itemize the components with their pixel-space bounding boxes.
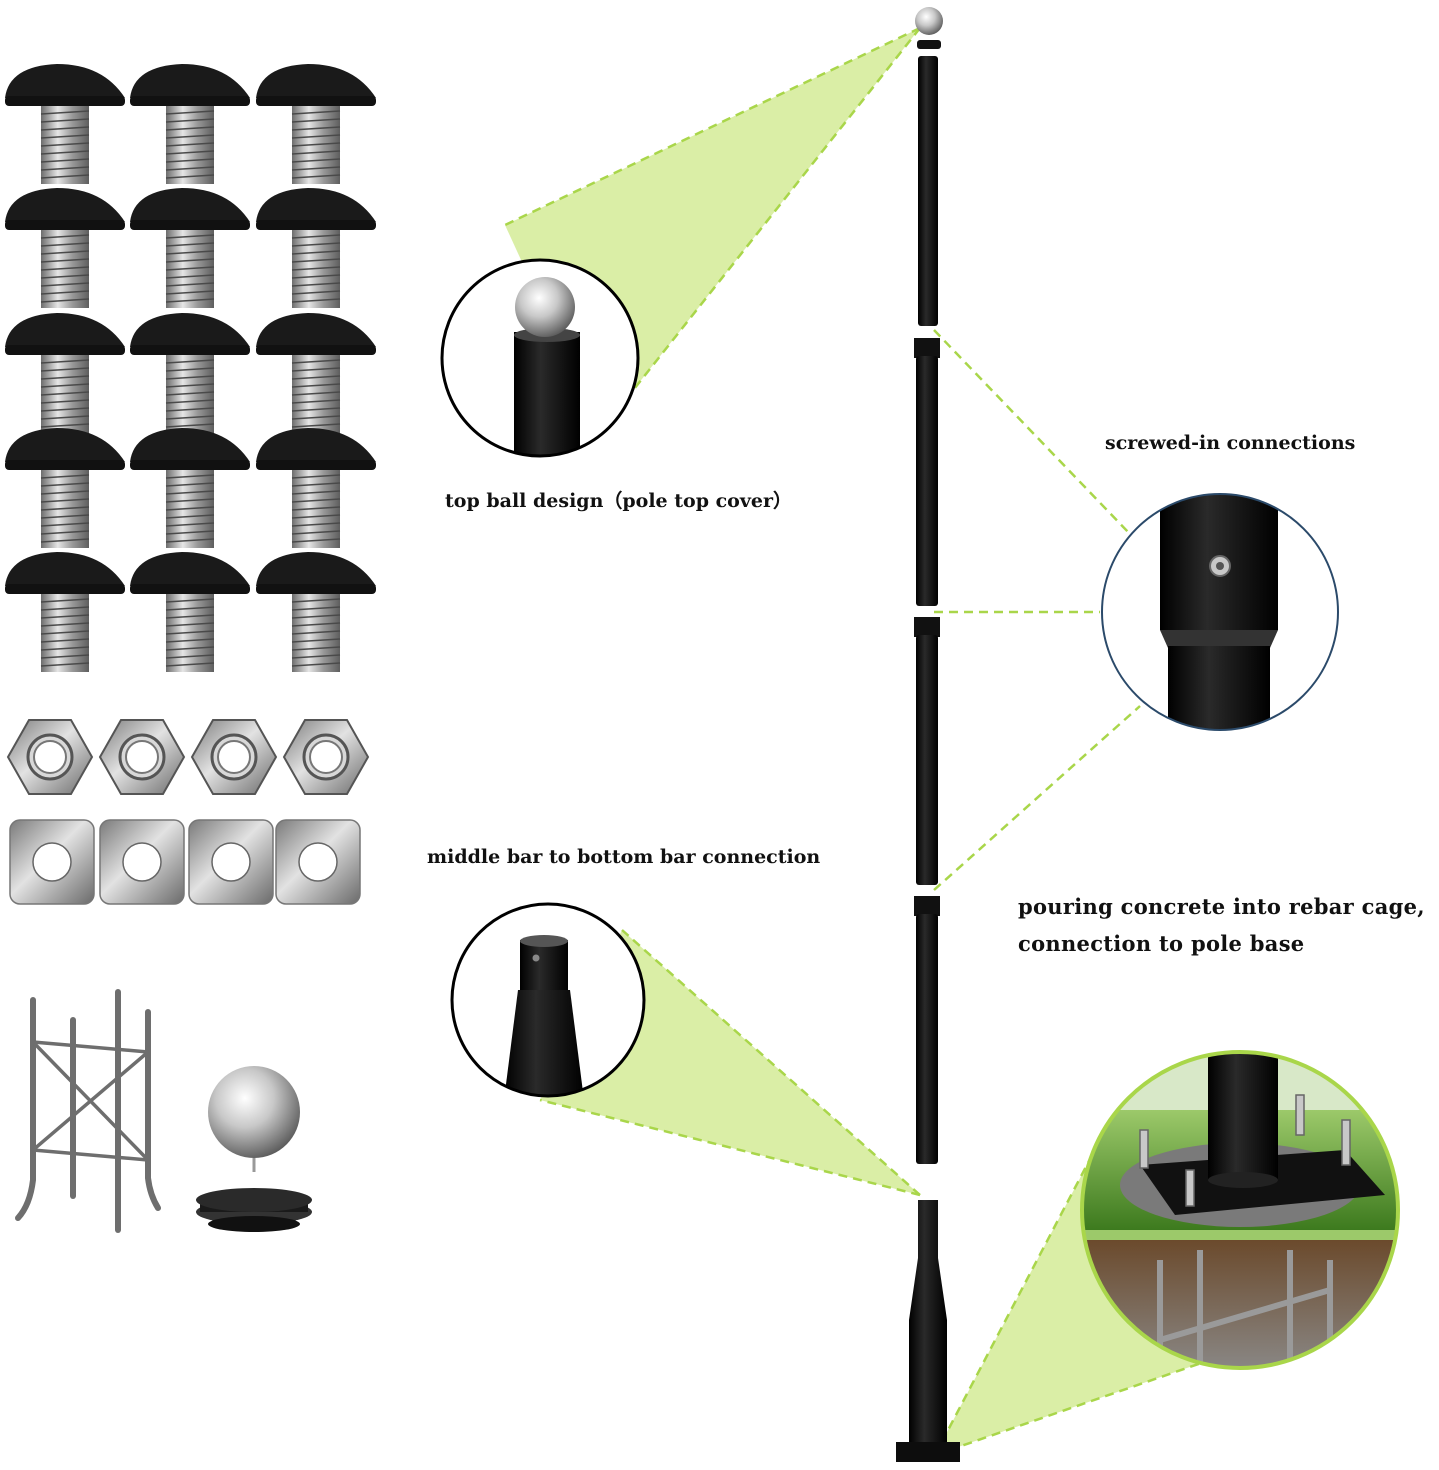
ball-topper-icon bbox=[196, 1066, 312, 1232]
washer-icon bbox=[99, 819, 185, 905]
bolt-icon bbox=[4, 312, 126, 434]
bolt-icon bbox=[4, 63, 126, 185]
bolt-icon bbox=[255, 427, 377, 549]
label-concrete-base: pouring concrete into rebar cage, connec… bbox=[1018, 888, 1425, 962]
bolt-icon bbox=[255, 551, 377, 673]
bolt-icon bbox=[4, 551, 126, 673]
callout-screwed-connection bbox=[1101, 493, 1339, 731]
washer-row bbox=[9, 819, 361, 905]
label-screwed-connections: screwed-in connections bbox=[1105, 432, 1356, 454]
label-top-ball-design: top ball design（pole top cover） bbox=[445, 490, 792, 512]
bolt-icon bbox=[4, 427, 126, 549]
label-concrete-line2: connection to pole base bbox=[1018, 931, 1305, 956]
washer-icon bbox=[275, 819, 361, 905]
label-middle-bottom-connection: middle bar to bottom bar connection bbox=[427, 846, 821, 868]
bolt-icon bbox=[255, 63, 377, 185]
bolt-icon bbox=[129, 551, 251, 673]
bolt-icon bbox=[255, 187, 377, 309]
washer-icon bbox=[9, 819, 95, 905]
nut-icon bbox=[98, 718, 186, 796]
bolt-icon bbox=[129, 63, 251, 185]
bolt-icon bbox=[129, 312, 251, 434]
callout-middle-bottom bbox=[450, 902, 646, 1098]
callout-top-ball bbox=[440, 258, 640, 458]
bolt-icon bbox=[129, 187, 251, 309]
nut-row bbox=[6, 718, 370, 796]
label-concrete-line1: pouring concrete into rebar cage, bbox=[1018, 894, 1425, 919]
pole-icon bbox=[896, 7, 960, 1462]
washer-icon bbox=[188, 819, 274, 905]
bolt-icon bbox=[255, 312, 377, 434]
nut-icon bbox=[6, 718, 94, 796]
rebar-cage-icon bbox=[15, 989, 161, 1233]
nut-icon bbox=[190, 718, 278, 796]
bolt-icon bbox=[129, 427, 251, 549]
bolt-grid bbox=[4, 63, 377, 673]
bolt-icon bbox=[4, 187, 126, 309]
nut-icon bbox=[282, 718, 370, 796]
